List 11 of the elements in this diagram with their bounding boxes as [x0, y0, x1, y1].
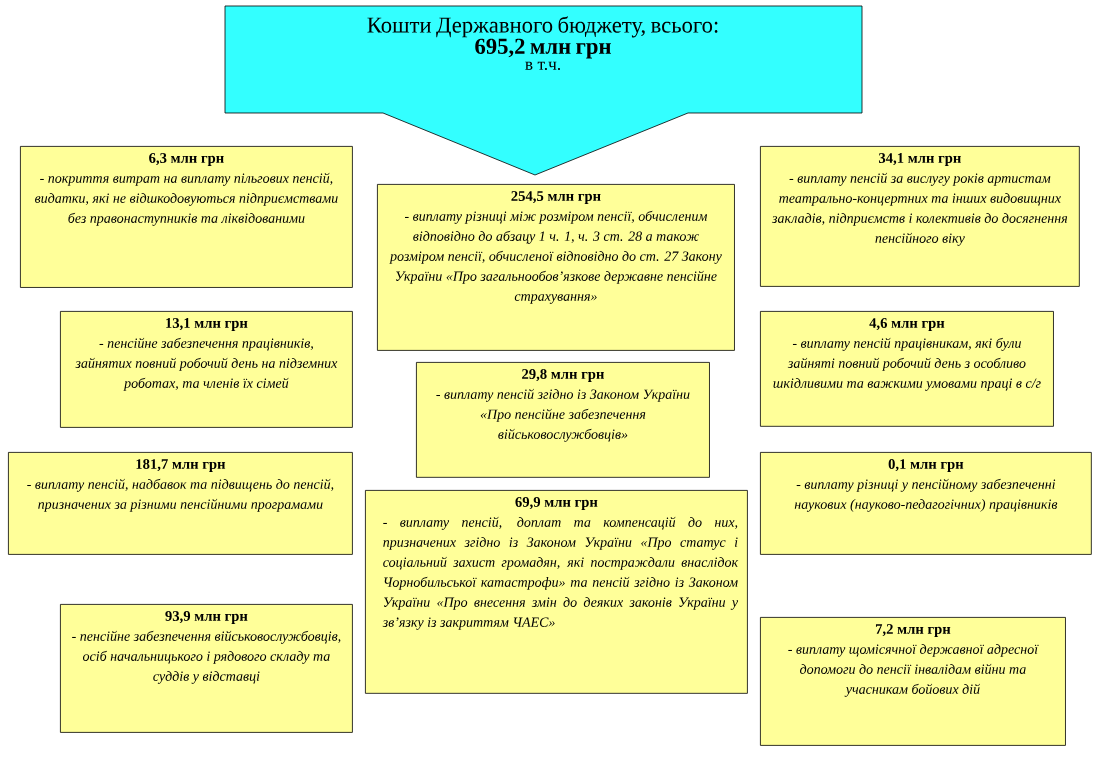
amount-box: 7,2 млн грн - виплату щомісячної державної адресної допомоги до пенсії інвалідам війни та учасникам бойових дій: [760, 617, 1066, 746]
amount-box: 181,7 млн грн - виплату пенсій, надбавок та підвищень до пенсій, призначених за різними пенсійними програмами: [8, 452, 353, 555]
amount-box: 93,9 млн грн - пенсійне забезпечення військовослужбовців, осіб начальницького і рядового складу та суддів у відставці: [60, 604, 353, 733]
amount-box: 13,1 млн грн - пенсійне забезпечення працівників, зайнятих повний робочий день на підземних роботах, та членів їх сімей: [60, 311, 353, 428]
amount-box: 34,1 млн грн - виплату пенсій за вислугу років артистам театрально-концертних та інших видовищних закладів, підприємств і колективів до досягнення пенсійного віку: [760, 146, 1080, 287]
amount-box: 254,5 млн грн - виплату різниці між розміром пенсії, обчисленим відповідно до абзацу 1 ч. 1, ч. 3 ст. 28 а також розміром пенсії, обчисленої відповідно до ст. 27 Закону України «Про загальнообов’язкове державне пенсійне страхування»: [377, 184, 735, 351]
amount-box: 69,9 млн грн - виплату пенсій, доплат та компенсацій до них, призначених згідно із Законом України «Про статус і соціальний захист громадян, які постраждали внаслідок Чорнобильської катастрофи» та пенсій згідно із Законом України «Про внесення змін до деяких законів України у зв’язку із закриттям ЧАЕС»: [365, 490, 748, 694]
amount-box: 6,3 млн грн - покриття витрат на виплату пільгових пенсій, видатки, які не відшкодовуються підприємствами без правонаступників та ліквідованими: [20, 146, 353, 288]
amount-box: 0,1 млн грн - виплату різниці у пенсійному забезпеченні наукових (науково-педагогічних) працівників: [760, 452, 1092, 555]
amount-box: 29,8 млн грн - виплату пенсій згідно із Законом України «Про пенсійне забезпечення військовослужбовців»: [416, 362, 710, 478]
amount-box: 4,6 млн грн - виплату пенсій працівникам, які були зайняті повний робочий день з особливо шкідливими та важкими умовами праці в с/г: [760, 311, 1054, 427]
